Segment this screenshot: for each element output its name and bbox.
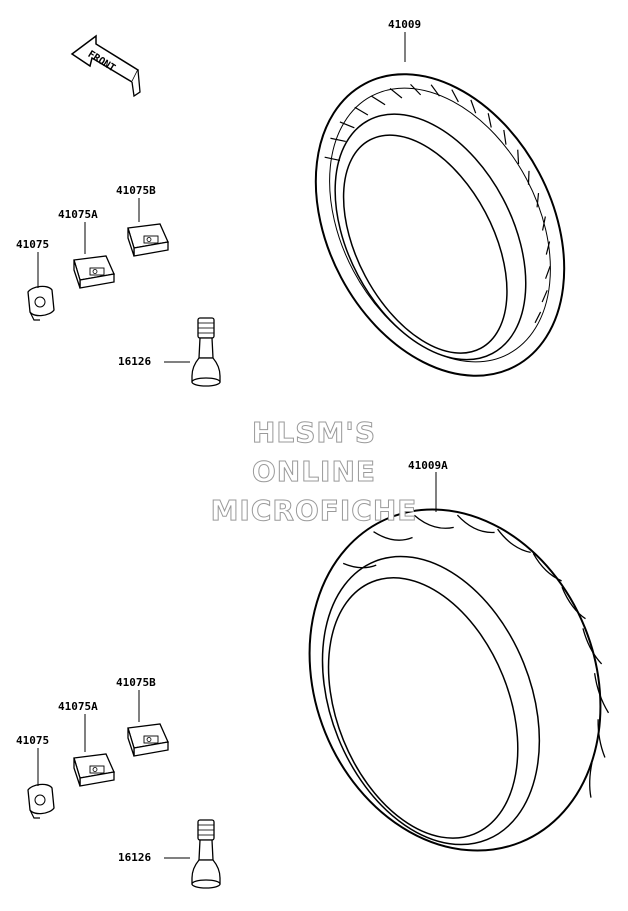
- weight-41075a-bottom: [73, 753, 115, 787]
- label-16126-top: 16126: [118, 355, 152, 368]
- watermark-line-3: MICROFICHE: [210, 494, 418, 528]
- weight-41075a-top: [73, 255, 115, 289]
- label-41075b-bottom: 41075B: [116, 676, 156, 689]
- label-41009: 41009: [388, 18, 422, 31]
- watermark-line-1: HLSM'S: [251, 416, 377, 450]
- leader-lines: [37, 32, 437, 859]
- rear-tire: [308, 508, 610, 852]
- label-41075a-top: 41075A: [58, 208, 98, 221]
- weight-41075b-top: [127, 223, 169, 257]
- weight-41075-bottom: [27, 783, 55, 819]
- label-41075-bottom: 41075: [16, 734, 50, 747]
- label-16126-bottom: 16126: [118, 851, 152, 864]
- watermark-line-2: ONLINE: [251, 455, 377, 489]
- valve-bottom: [191, 819, 221, 889]
- front-tire: [314, 73, 566, 377]
- valve-top: [191, 317, 221, 387]
- label-41075b-top: 41075B: [116, 184, 156, 197]
- label-41075-top: 41075: [16, 238, 50, 251]
- weight-41075b-bottom: [127, 723, 169, 757]
- front-arrow-icon: [70, 34, 141, 98]
- weight-41075-top: [27, 285, 55, 321]
- label-41075a-bottom: 41075A: [58, 700, 98, 713]
- label-41009a: 41009A: [408, 459, 448, 472]
